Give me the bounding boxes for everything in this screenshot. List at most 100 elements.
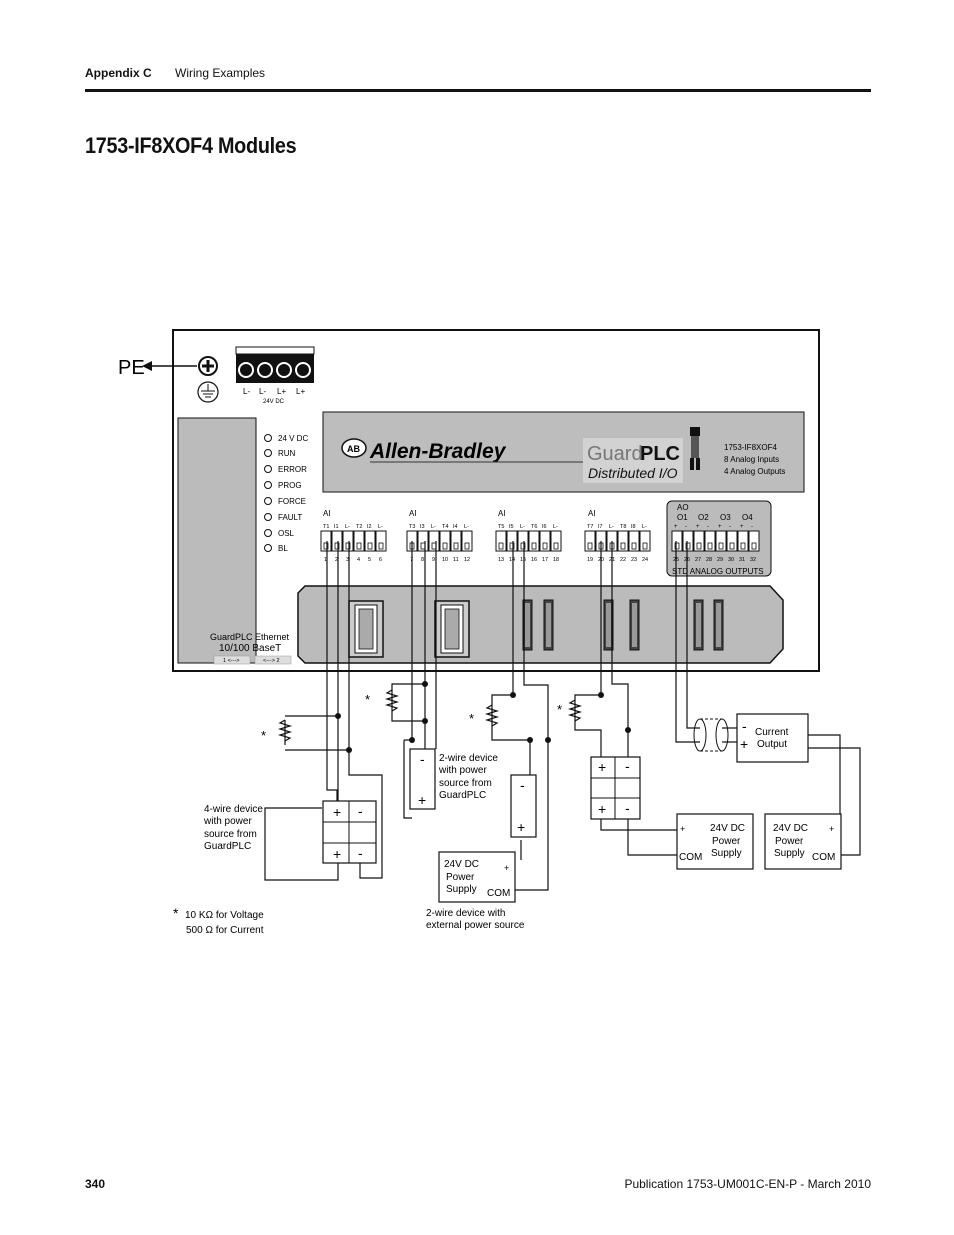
resistor bbox=[277, 689, 583, 742]
ai3-term-label: L- bbox=[553, 524, 558, 530]
ao-number: 29 bbox=[717, 557, 723, 563]
ao-number: 28 bbox=[706, 557, 712, 563]
wires bbox=[264, 541, 861, 891]
power-terminal-block bbox=[235, 346, 315, 383]
ai4-term-number: 23 bbox=[631, 557, 637, 563]
sign-minus: - bbox=[742, 718, 747, 734]
ao-channel-2: O2 bbox=[698, 513, 709, 522]
psu-plus: + bbox=[829, 824, 834, 834]
psu-com: COM bbox=[487, 888, 510, 899]
page-title: 1753-IF8XOF4 Modules bbox=[85, 133, 297, 158]
ao-sign: - bbox=[751, 524, 753, 530]
ai3-term-number: 18 bbox=[553, 557, 559, 563]
ai4-term-number: 19 bbox=[587, 557, 593, 563]
ai3-term-number: 16 bbox=[531, 557, 537, 563]
four-wire-line: source from bbox=[204, 829, 257, 840]
led-label-8: BL bbox=[278, 544, 288, 553]
shielded-cable-icon bbox=[693, 718, 729, 752]
ethernet-port-2-label: <---> 2 bbox=[263, 658, 280, 664]
two-wire-line: GuardPLC bbox=[439, 790, 486, 801]
sign-plus: + bbox=[517, 819, 525, 835]
distributed-io: Distributed I/O bbox=[588, 465, 678, 481]
ai3-term-number: 17 bbox=[542, 557, 548, 563]
ethernet-port-2[interactable] bbox=[254, 655, 292, 665]
psu-line: Supply bbox=[446, 884, 477, 895]
ai2-term-label: T4 bbox=[442, 524, 448, 530]
ai1-term-label: I2 bbox=[367, 524, 372, 530]
guardplc-logo-bg bbox=[583, 438, 683, 483]
sign-minus: - bbox=[625, 758, 630, 774]
ao-number: 32 bbox=[750, 557, 756, 563]
psu-line: Power bbox=[775, 836, 804, 847]
ai-label-2: AI bbox=[409, 509, 417, 518]
ai4-term-number: 24 bbox=[642, 557, 648, 563]
two-wire-device bbox=[409, 748, 436, 810]
current-output-line: Output bbox=[757, 739, 787, 750]
power-voltage: 24V DC bbox=[263, 399, 285, 405]
sign-minus: - bbox=[420, 751, 425, 767]
ao-sign: + bbox=[718, 524, 722, 530]
ai1-term-label: T2 bbox=[356, 524, 362, 530]
psu-2 bbox=[676, 813, 754, 870]
current-output-device bbox=[736, 713, 809, 763]
four-wire-device bbox=[322, 800, 377, 864]
psu-line: 24V DC bbox=[444, 859, 479, 870]
psu-line: Power bbox=[446, 872, 475, 883]
junction-dots bbox=[335, 681, 631, 753]
power-term-2: L- bbox=[259, 387, 266, 396]
ai-terminal-group-2 bbox=[406, 530, 473, 552]
rail-slot bbox=[543, 599, 554, 651]
ethernet-speed: 10/100 BaseT bbox=[219, 643, 281, 654]
ai2-term-label: L- bbox=[431, 524, 436, 530]
side-panel bbox=[177, 417, 257, 664]
footnote-line: 500 Ω for Current bbox=[186, 925, 264, 936]
ao-terminal-group bbox=[671, 530, 760, 552]
ai1-term-number: 1 bbox=[324, 557, 327, 563]
ethernet-port-1[interactable] bbox=[213, 655, 251, 665]
two-wire-line: with power bbox=[438, 765, 487, 776]
header-topic: Wiring Examples bbox=[175, 66, 266, 80]
guard-figure-icon bbox=[690, 427, 700, 470]
two-wire-ext-device bbox=[510, 774, 537, 838]
ab-logo: AB bbox=[341, 438, 367, 458]
ai1-term-number: 4 bbox=[357, 557, 360, 563]
two-wire-line: 2-wire device bbox=[439, 753, 498, 764]
four-wire-device-2 bbox=[590, 756, 641, 820]
sign-plus: + bbox=[598, 801, 606, 817]
led-label-4: PROG bbox=[278, 481, 302, 490]
ai1-term-label: L- bbox=[378, 524, 383, 530]
led-label-1: 24 V DC bbox=[278, 434, 308, 443]
power-term-1: L- bbox=[243, 387, 250, 396]
sign-plus: + bbox=[333, 804, 341, 820]
four-wire-line: GuardPLC bbox=[204, 841, 251, 852]
header-rule bbox=[85, 89, 871, 92]
psu-line: 24V DC bbox=[773, 823, 808, 834]
resistor-asterisk: * bbox=[365, 692, 370, 707]
ao-sign: + bbox=[740, 524, 744, 530]
led-label-3: ERROR bbox=[278, 465, 307, 474]
ai2-term-number: 9 bbox=[432, 557, 435, 563]
ao-number: 27 bbox=[695, 557, 701, 563]
ai2-term-label: L- bbox=[464, 524, 469, 530]
running-header: Appendix C Wiring Examples bbox=[85, 66, 265, 80]
ai1-term-number: 2 bbox=[335, 557, 338, 563]
psu-line: 24V DC bbox=[710, 823, 745, 834]
ai4-term-label: T7 bbox=[587, 524, 593, 530]
model-inputs: 8 Analog Inputs bbox=[724, 455, 779, 464]
power-term-3: L+ bbox=[277, 387, 286, 396]
sign-minus: - bbox=[358, 803, 363, 819]
current-output-line: Current bbox=[755, 727, 789, 738]
ai4-term-label: I7 bbox=[598, 524, 603, 530]
resistor-asterisk: * bbox=[469, 711, 474, 726]
header-section: Appendix C bbox=[85, 66, 152, 80]
sign-minus: - bbox=[358, 845, 363, 861]
ao-sign: - bbox=[729, 524, 731, 530]
io-rail bbox=[297, 585, 784, 664]
ai1-term-number: 3 bbox=[346, 557, 349, 563]
svg-text:AB: AB bbox=[347, 444, 360, 454]
ai3-term-number: 15 bbox=[520, 557, 526, 563]
brand-banner bbox=[322, 411, 805, 493]
sign-plus: + bbox=[740, 736, 748, 752]
model-number: 1753-IF8XOF4 bbox=[724, 443, 777, 452]
ai2-term-number: 12 bbox=[464, 557, 470, 563]
